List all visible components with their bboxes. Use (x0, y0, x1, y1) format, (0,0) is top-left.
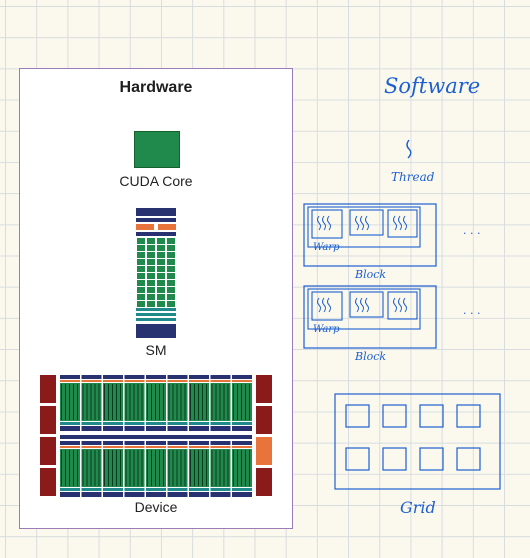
block-1-warp-label: Warp (313, 242, 340, 253)
block-1-label: Block (355, 268, 387, 281)
grid-block-cell (345, 447, 370, 471)
cuda-core-icon (134, 131, 180, 168)
block-1-ellipsis: . . . (463, 224, 481, 237)
grid-block-cell (382, 447, 407, 471)
block-2-thread-2 (349, 291, 384, 318)
cuda-core-label: CUDA Core (119, 173, 193, 189)
block-2-warp-frame (307, 288, 421, 330)
block-2-label: Block (355, 350, 387, 363)
device-icon (40, 375, 272, 497)
grid-frame (334, 393, 501, 490)
block-2-frame (303, 285, 437, 349)
block-2-warp-label: Warp (313, 324, 340, 335)
block-2-thread-1 (311, 291, 343, 321)
sm-icon (136, 208, 176, 338)
block-1-warp-frame (307, 206, 421, 248)
block-1-thread-3 (387, 209, 418, 238)
grid-block-cell (419, 404, 444, 428)
block-1-frame (303, 203, 437, 267)
thread-label: Thread (391, 170, 435, 184)
grid-block-cell (345, 404, 370, 428)
hardware-title: Hardware (119, 79, 193, 96)
block-1-thread-2 (349, 209, 384, 236)
hardware-panel: Hardware CUDA Core SM Device (19, 68, 293, 529)
device-label: Device (134, 499, 178, 515)
software-title: Software (384, 74, 481, 98)
grid-block-cell (382, 404, 407, 428)
grid-block-cell (456, 404, 481, 428)
grid-block-cell (456, 447, 481, 471)
block-2-ellipsis: . . . (463, 304, 481, 317)
sm-label: SM (145, 342, 167, 358)
thread-squiggle-icon (406, 139, 412, 159)
block-2-thread-3 (387, 291, 418, 320)
block-1-thread-1 (311, 209, 343, 239)
grid-block-cell (419, 447, 444, 471)
grid-label: Grid (400, 498, 436, 517)
